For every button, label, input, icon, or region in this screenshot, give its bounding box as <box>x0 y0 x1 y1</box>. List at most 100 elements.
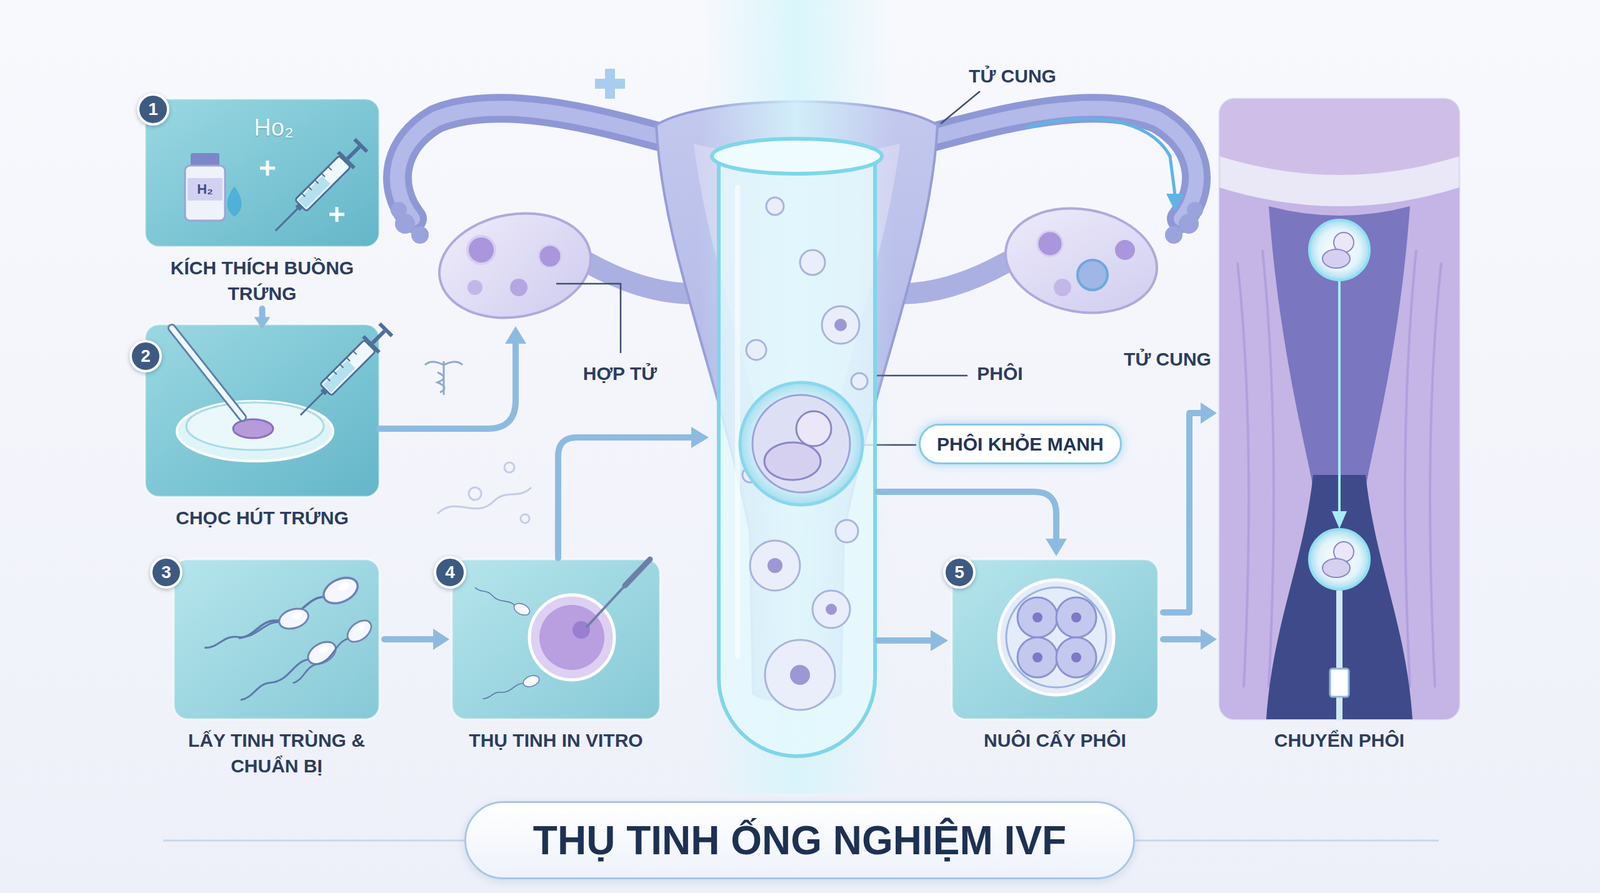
sperm-icon <box>236 637 340 709</box>
test-tube <box>825 603 837 615</box>
uterus-figure <box>900 262 1007 294</box>
flow-arrow <box>930 630 949 652</box>
test-tube <box>767 558 783 574</box>
test-tube <box>742 197 868 710</box>
step-panel-ground <box>173 559 380 720</box>
syringe-icon <box>292 320 395 424</box>
petri-dish <box>171 328 334 462</box>
petri-dish <box>186 402 324 450</box>
title-rule <box>1135 840 1439 842</box>
dna-decoration <box>437 462 532 524</box>
uterus-figure <box>931 108 1197 219</box>
embryo-cells <box>1071 652 1082 663</box>
callout-number: 2 <box>129 340 162 373</box>
uterus-figure <box>538 245 562 268</box>
hormone-vial <box>187 178 223 201</box>
uterus-section <box>1309 220 1370 280</box>
test-tube <box>740 382 863 505</box>
test-tube <box>766 197 784 215</box>
embryo-cells <box>1032 652 1043 663</box>
flow-arrow <box>379 343 516 429</box>
uterus-section <box>1330 668 1349 697</box>
uterus-figure <box>1166 193 1184 212</box>
egg-cell <box>572 621 590 639</box>
uterus-figure <box>1077 260 1108 290</box>
uterus-figure <box>411 226 429 244</box>
test-tube <box>851 373 868 390</box>
part-name: TỬ CUNG <box>1120 347 1215 372</box>
caduceus-icon <box>437 372 445 393</box>
uterus-figure <box>1037 231 1063 257</box>
flow-arrow <box>379 343 1057 641</box>
arrow-line <box>1163 413 1202 613</box>
embryo-cells <box>998 580 1114 695</box>
arrow-head <box>254 316 271 330</box>
test-tube <box>700 0 894 794</box>
embryo-cells <box>1032 612 1082 663</box>
step-panel: THỤ TINH IN VITRO <box>451 559 660 754</box>
test-tube <box>764 442 821 480</box>
uterus-leader <box>556 91 1278 445</box>
uterus-figure <box>1025 118 1175 195</box>
uterus-figure <box>397 108 663 219</box>
diagram-title: THỤ TINH ỐNG NGHIỆM IVF <box>533 817 1067 864</box>
step-panel-ground <box>1219 98 1460 720</box>
uterus-figure <box>467 280 483 295</box>
egg-cell <box>529 559 650 680</box>
step-panel: CHỌC HÚT TRỨNG <box>145 324 380 532</box>
uterus-figure <box>997 196 1166 325</box>
step-panel: CHUYỂN PHÔI <box>1219 98 1460 754</box>
panel-area <box>173 559 380 720</box>
flow-arrow <box>384 628 450 650</box>
arrow-line <box>384 636 434 643</box>
petri-dish <box>176 401 334 462</box>
step-caption: CHUYỂN PHÔI <box>1274 728 1405 754</box>
uterus-figure <box>510 278 528 297</box>
test-tube <box>746 340 767 360</box>
embryo-cells <box>1017 597 1097 678</box>
flow-arrow <box>379 326 1067 652</box>
uterus-section <box>1219 98 1460 175</box>
callout-number: 3 <box>150 556 183 589</box>
test-tube <box>750 540 800 591</box>
caduceus-icon <box>425 361 463 395</box>
embryo-cells <box>1017 637 1058 678</box>
step-panel-ground <box>145 98 380 247</box>
hormone-vial <box>227 186 242 217</box>
step-panel-ground <box>145 98 1460 720</box>
step-panel-ground <box>451 559 660 720</box>
test-tube <box>765 640 835 710</box>
syringe-icon <box>267 136 370 239</box>
embryo-cells <box>998 580 1114 695</box>
test-tube <box>835 520 859 543</box>
highlight-pill: PHÔI KHỎE MẠNH <box>918 423 1122 465</box>
uterus-section <box>1266 475 1413 720</box>
dna-decoration <box>504 462 515 473</box>
part-name: PHÔI <box>973 361 1027 386</box>
uterus-figure <box>397 108 663 219</box>
test-tube <box>718 156 875 757</box>
caduceus-icon <box>425 361 463 365</box>
uterus-figure <box>1186 201 1204 219</box>
step-panel: NUÔI CẤY PHÔI <box>951 559 1159 754</box>
step-panel: LẤY TINH TRÙNG & CHUẨN BỊ <box>173 559 380 779</box>
arrow-line <box>1163 636 1202 643</box>
sperm-icon <box>201 605 312 657</box>
step-caption: KÍCH THÍCH BUỒNG TRỨNG <box>168 255 357 307</box>
test-tube <box>812 590 850 629</box>
petri-dish <box>233 419 274 439</box>
step-caption: THỤ TINH IN VITRO <box>468 728 643 754</box>
vial-label: H₂ <box>196 181 214 198</box>
uterus-leader <box>556 283 621 354</box>
test-tube <box>821 306 860 344</box>
plus-icon <box>595 68 625 99</box>
embryo-cells <box>1032 612 1043 623</box>
uterus-section <box>1219 187 1460 720</box>
step-caption: LẤY TINH TRÙNG & CHUẨN BỊ <box>183 728 371 779</box>
pill-label: PHÔI KHỎE MẠNH <box>936 431 1104 457</box>
callout-number: 1 <box>136 93 170 126</box>
step-caption: NUÔI CẤY PHÔI <box>983 728 1127 754</box>
uterus-figure <box>587 262 694 294</box>
part-name: HỢP TỬ <box>579 361 661 386</box>
